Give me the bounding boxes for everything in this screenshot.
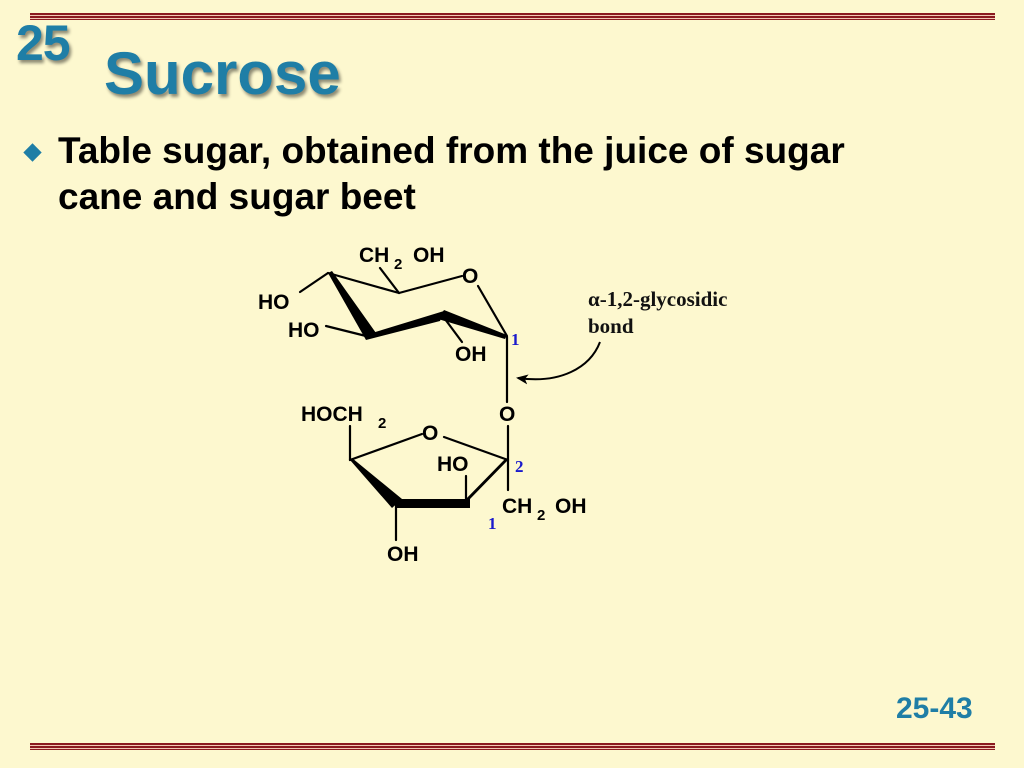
page-number: 25-43 (896, 692, 973, 725)
fructose-hoch2-main: HOCH (301, 403, 363, 426)
glucose-ch2oh-subscript: 2 (394, 256, 402, 273)
fructose-ring (348, 424, 510, 542)
glycosidic-bond-label-line2: bond (588, 314, 634, 338)
glucose-c4-hydroxyl: HO (258, 291, 290, 314)
glucose-ch2oh-ch: CH (359, 244, 389, 267)
curved-arrow-icon (516, 341, 601, 385)
fructose-ch2oh-ch: CH (502, 495, 532, 518)
fructose-ring-oxygen: O (422, 422, 438, 445)
glycosidic-bond-label-line1: α-1,2-glycosidic (588, 287, 727, 311)
fructose-bold-edges (350, 458, 508, 508)
glycosidic-oxygen: O (499, 403, 515, 426)
fructose-ch2oh-subscript: 2 (537, 507, 545, 524)
fructose-hoch2-subscript: 2 (378, 415, 386, 432)
glucose-bold-edges (328, 271, 507, 340)
glucose-ring (298, 266, 509, 404)
glucose-ring-oxygen: O (462, 265, 478, 288)
fructose-carbon-2-label: 2 (515, 457, 524, 476)
fructose-c4-hydroxyl: OH (387, 543, 419, 566)
top-decorative-rule (30, 13, 995, 20)
slide-title: Sucrose (104, 40, 341, 107)
fructose-carbon-1-label: 1 (488, 514, 497, 533)
glucose-ch2oh-oh: OH (413, 244, 445, 267)
glucose-c2-hydroxyl: OH (455, 343, 487, 366)
glucose-c3-hydroxyl: HO (288, 319, 320, 342)
bullet-text: Table sugar, obtained from the juice of … (58, 130, 845, 217)
glucose-carbon-1-label: 1 (511, 330, 520, 349)
fructose-c3-hydroxyl: HO (437, 453, 469, 476)
bottom-decorative-rule (30, 743, 995, 750)
fructose-ch2oh-oh: OH (555, 495, 587, 518)
chapter-number: 25 (16, 15, 71, 71)
